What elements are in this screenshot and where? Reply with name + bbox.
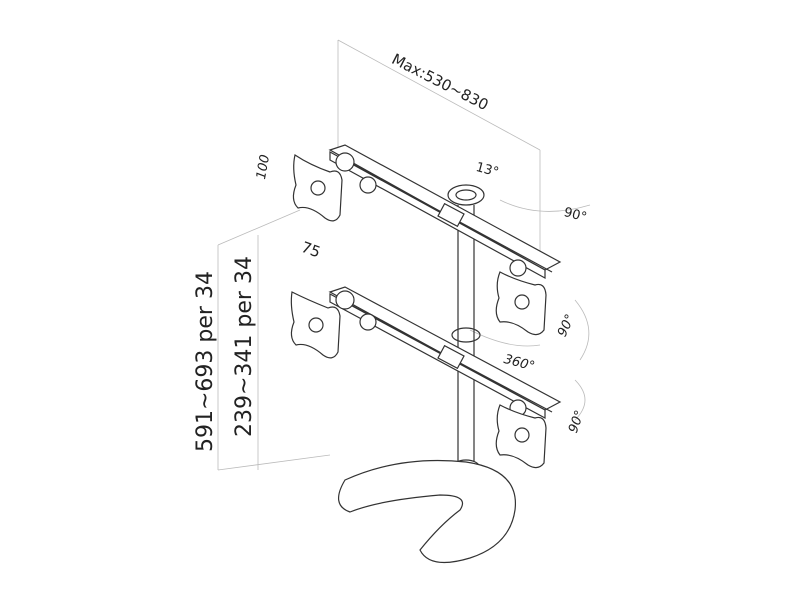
height-range-bottom-label: 239~341 per 34 bbox=[232, 256, 257, 437]
top-crossbar bbox=[328, 144, 562, 280]
vesa-plate-lower-left bbox=[290, 291, 341, 359]
vesa-plate-upper-right bbox=[495, 271, 547, 336]
vesa-plate-lower-right bbox=[495, 404, 547, 469]
height-range-top-label: 591~693 per 34 bbox=[193, 271, 218, 452]
lower-crossbar bbox=[328, 286, 562, 420]
u-shaped-base bbox=[338, 459, 517, 564]
vesa-plate-top-left bbox=[292, 154, 343, 222]
dimension-guides bbox=[217, 39, 591, 471]
